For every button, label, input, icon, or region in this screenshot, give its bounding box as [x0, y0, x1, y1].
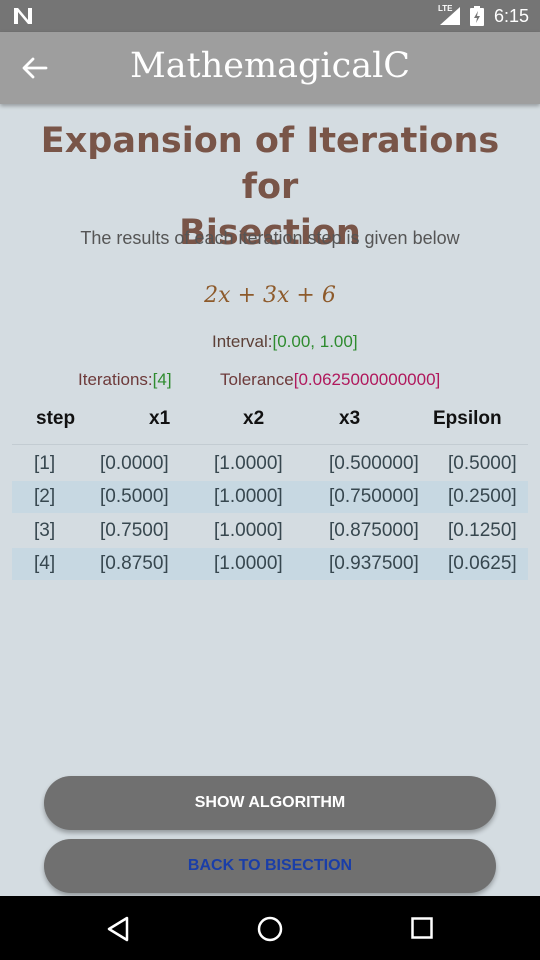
navigation-bar — [0, 896, 540, 960]
cell-x2: [1.0000] — [214, 453, 283, 474]
circle-home-icon[interactable] — [256, 915, 284, 943]
equation: 2x + 3x + 6 — [204, 283, 336, 308]
cell-x3: [0.875000] — [329, 520, 419, 541]
square-recents-icon[interactable] — [410, 916, 434, 940]
cell-x1: [0.0000] — [100, 453, 169, 474]
notification-n-icon — [14, 8, 32, 24]
cell-x2: [1.0000] — [214, 486, 283, 507]
triangle-back-icon[interactable] — [106, 916, 130, 942]
tolerance-info: Tolerance[0.0625000000000] — [220, 370, 440, 390]
show-algorithm-button[interactable]: SHOW ALGORITHM — [44, 776, 496, 830]
back-to-bisection-button[interactable]: BACK TO BISECTION — [44, 839, 496, 893]
cell-x3: [0.750000] — [329, 486, 419, 507]
cell-x1: [0.5000] — [100, 486, 169, 507]
page-subtitle: The results of each iteration step is gi… — [80, 228, 460, 248]
app-bar: MathemagicalC — [0, 32, 540, 104]
iterations-value: [4] — [152, 370, 172, 389]
tolerance-value: [0.0625000000000] — [293, 370, 441, 389]
signal-icon — [440, 7, 460, 25]
cell-step: [4] — [34, 553, 56, 574]
battery-icon — [470, 6, 484, 26]
interval-info: Interval:[0.00, 1.00] — [212, 332, 358, 352]
page-title-line1: Expansion of Iterations for — [40, 121, 500, 207]
cell-x1: [0.8750] — [100, 553, 169, 574]
table-row: [2] [0.5000] [1.0000] [0.750000] [0.2500… — [12, 481, 528, 513]
status-bar: LTE 6:15 — [0, 0, 540, 32]
cell-step: [2] — [34, 486, 56, 507]
app-title: MathemagicalC — [129, 46, 411, 86]
column-header-epsilon: Epsilon — [433, 408, 502, 429]
column-header-x1: x1 — [149, 408, 171, 429]
interval-label: Interval: — [212, 332, 273, 351]
iterations-label: Iterations: — [78, 370, 153, 389]
interval-value: [0.00, 1.00] — [272, 332, 358, 351]
iterations-info: Iterations:[4] — [78, 370, 172, 390]
cell-x1: [0.7500] — [100, 520, 169, 541]
cell-epsilon: [0.1250] — [448, 520, 517, 541]
tolerance-label: Tolerance — [220, 370, 294, 389]
cell-x3: [0.937500] — [329, 553, 419, 574]
table-header: step x1 x2 x3 Epsilon — [0, 408, 540, 436]
cell-x2: [1.0000] — [214, 520, 283, 541]
network-type: LTE — [438, 4, 453, 13]
cell-epsilon: [0.2500] — [448, 486, 517, 507]
column-header-x2: x2 — [243, 408, 265, 429]
table-row: [3] [0.7500] [1.0000] [0.875000] [0.1250… — [12, 515, 528, 547]
table-divider — [12, 444, 528, 445]
page-title: Expansion of Iterations for Bisection — [10, 118, 530, 256]
column-header-x3: x3 — [339, 408, 361, 429]
cell-epsilon: [0.0625] — [448, 553, 517, 574]
cell-x2: [1.0000] — [214, 553, 283, 574]
clock: 6:15 — [494, 6, 530, 26]
cell-epsilon: [0.5000] — [448, 453, 517, 474]
arrow-left-icon[interactable] — [20, 54, 50, 82]
cell-step: [1] — [34, 453, 56, 474]
cell-x3: [0.500000] — [329, 453, 419, 474]
column-header-step: step — [36, 408, 76, 429]
table-row: [1] [0.0000] [1.0000] [0.500000] [0.5000… — [12, 448, 528, 480]
cell-step: [3] — [34, 520, 56, 541]
table-row: [4] [0.8750] [1.0000] [0.937500] [0.0625… — [12, 548, 528, 580]
page-title-line2: Bisection — [179, 213, 361, 253]
